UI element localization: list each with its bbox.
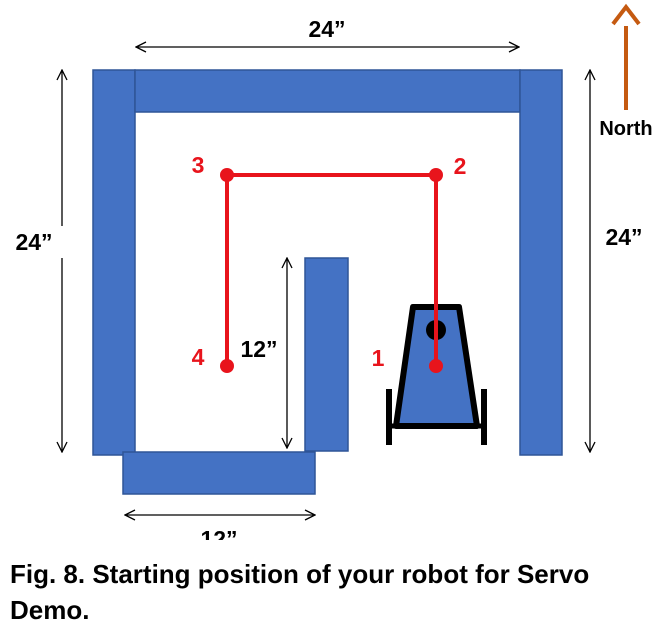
waypoint-1-label: 1 [372, 345, 385, 371]
waypoint-4-label: 4 [192, 344, 205, 370]
maze-diagram: 24” 24” 24” 12” 12” North 1 2 3 4 [15, 3, 653, 540]
north-label: North [599, 118, 652, 140]
wall-right [519, 69, 563, 456]
figure-caption: Fig. 8. Starting position of your robot … [10, 559, 590, 625]
robot-wheel-left [386, 389, 392, 445]
wall-inner [304, 257, 349, 452]
inner-wall-height-label: 12” [240, 336, 277, 362]
right-height-label: 24” [605, 224, 642, 250]
dimension-arrows [62, 47, 590, 515]
wall-top [134, 69, 521, 113]
robot-path [225, 173, 438, 366]
bottom-wall-width-label: 12” [200, 526, 237, 540]
wall-left [92, 69, 136, 456]
waypoint-2-marker [429, 168, 443, 182]
left-height-label: 24” [15, 229, 52, 255]
waypoint-2-label: 2 [454, 153, 467, 179]
wall-bottom [122, 451, 316, 495]
top-width-label: 24” [308, 16, 345, 42]
waypoint-4-marker [220, 359, 234, 373]
waypoint-1-marker [429, 359, 443, 373]
north-arrow-icon [611, 3, 641, 110]
robot-wheel-right [481, 389, 487, 445]
waypoints: 1 2 3 4 [192, 152, 467, 373]
waypoint-3-marker [220, 168, 234, 182]
waypoint-3-label: 3 [192, 152, 205, 178]
maze-walls [92, 69, 563, 495]
